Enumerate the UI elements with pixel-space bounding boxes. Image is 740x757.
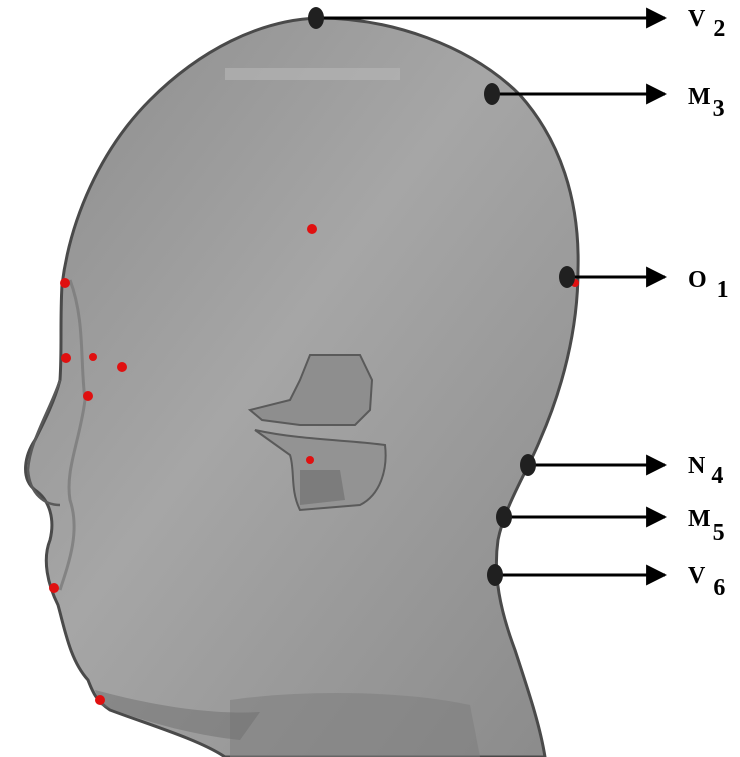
label-O1-letter: O [688, 267, 707, 293]
marker-ellipse-O1 [559, 266, 575, 288]
label-M3-letter: M [688, 84, 711, 110]
landmark-dot-brow [60, 278, 70, 288]
svg-text:V2: V2 [688, 6, 725, 42]
label-V6-sub: 6 [713, 575, 725, 601]
marker-M5: M5 [496, 506, 725, 546]
landmark-dot-forehead [307, 224, 317, 234]
label-V6-letter: V [688, 563, 706, 589]
landmark-dot-mouth [49, 583, 59, 593]
landmark-dot-eye-3 [117, 362, 127, 372]
marker-ellipse-M3 [484, 83, 500, 105]
svg-text:M3: M3 [688, 84, 725, 122]
svg-text:V6: V6 [688, 563, 725, 601]
label-V2-letter: V [688, 6, 706, 32]
label-N4-sub: 4 [711, 463, 723, 489]
marker-ellipse-M5 [496, 506, 512, 528]
landmark-dot-eye-1 [61, 353, 71, 363]
label-N4-letter: N [688, 453, 706, 479]
label-V2-sub: 2 [713, 16, 725, 42]
svg-text:O1: O1 [688, 267, 729, 303]
marker-ellipse-N4 [520, 454, 536, 476]
label-M3-sub: 3 [713, 96, 725, 122]
landmark-dot-ear [306, 456, 314, 464]
label-O1-sub: 1 [717, 277, 729, 303]
landmark-dot-chin [95, 695, 105, 705]
marker-ellipse-V2 [308, 7, 324, 29]
label-M5-sub: 5 [713, 520, 725, 546]
scalp-band [225, 68, 400, 80]
landmark-dot-nose [83, 391, 93, 401]
neck-shadow [230, 693, 480, 757]
marker-ellipse-V6 [487, 564, 503, 586]
svg-text:M5: M5 [688, 506, 725, 546]
landmark-dot-eye-2 [89, 353, 97, 361]
svg-text:N4: N4 [688, 453, 723, 489]
label-M5-letter: M [688, 506, 711, 532]
